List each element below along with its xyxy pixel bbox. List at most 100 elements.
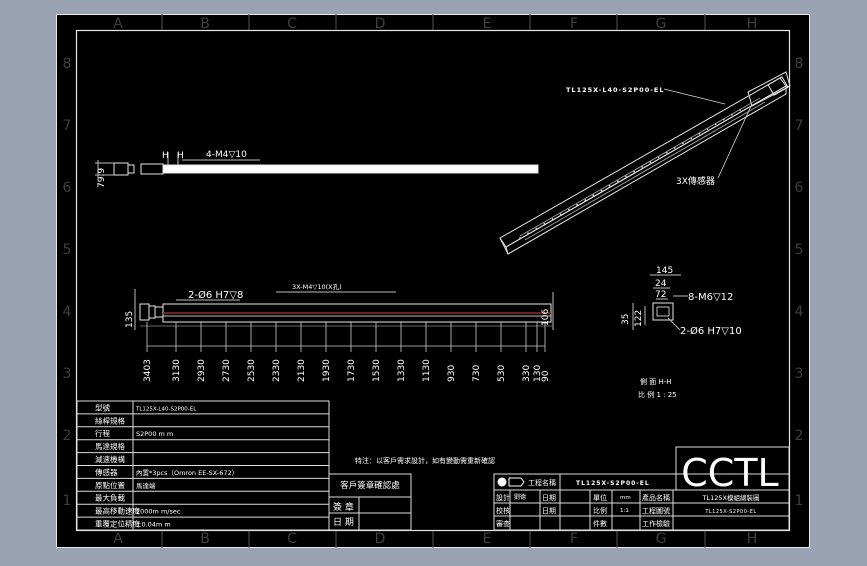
drawing-no-value: TL125X-S2P00-EL [704,509,756,515]
zone-ticks [161,14,706,548]
rail-hole [600,189,603,192]
zone-labels: A B C D E F G H A B C D E F G H 8 7 6 5 … [63,16,804,547]
remark-note: 特注：以客戶需求設計，如有變動需重新確認 [355,456,495,465]
side-view [632,274,688,331]
station-label: 1730 [347,359,357,382]
zone-col-top: D [375,16,386,32]
inner-frame [75,29,791,532]
rail-hole [568,208,570,211]
front-view [134,289,554,330]
title-logo: CCTL [681,451,778,495]
unit-value: mm [620,495,631,501]
zone-row-right: 4 [795,304,804,320]
rail-hole [633,170,635,173]
sheet-background [56,14,810,548]
side-view-caption: 側 面 H-H [640,377,672,386]
unit-label: 單位 [593,493,607,502]
customer-confirm-grid [328,473,412,531]
date-label: 日 期 [333,517,354,528]
side-thread-note: 8-M6▽12 [688,292,733,303]
rail-hole [616,180,619,183]
rail-hole [682,142,684,145]
spec-row-label: 減速機構 [95,454,125,464]
spec-row-label: 最高移動速度 [95,506,140,516]
row-label-check: 校核 [496,506,510,515]
zone-col-top: C [287,16,297,32]
spec-row-label: 重覆定位精度 [95,519,140,529]
top-dim-h2: H [177,151,184,161]
side-dim-24: 24 [655,279,667,289]
drawing-no-label: 工程圖號 [642,506,670,515]
spec-row-label: 型號 [95,402,110,412]
scale-value: 1:1 [620,508,629,514]
zone-col-bottom: G [656,531,667,547]
spec-row-label: 行程 [95,428,110,438]
zone-row-right: 5 [795,242,804,258]
top-height-dim: 79.9 [97,168,107,188]
zone-row-right: 3 [795,366,804,382]
zone-row-left: 8 [63,56,72,72]
rail-hole [706,128,709,130]
row-label-review: 審查 [496,519,510,528]
spec-row-label: 絲桿規格 [95,415,125,425]
spec-row-value: S2P00 m m [136,430,173,438]
station-label: 1530 [372,359,382,382]
rail-hole [722,118,725,121]
rail-hole [673,147,676,149]
station-label: 1330 [397,359,407,382]
zone-col-top: A [113,16,123,32]
rail-hole [649,161,652,164]
zone-col-bottom: H [747,531,758,547]
station-label: 130 [533,365,543,382]
spec-row-label: 原點位置 [95,480,125,490]
zone-row-right: 1 [795,493,804,509]
rail-hole [625,175,627,178]
zone-col-top: B [200,16,210,32]
rail-hole [519,237,521,239]
iso-model-label: TL125X-L40-S2P00-EL [566,86,665,94]
zone-col-bottom: F [570,531,578,547]
spec-row-value: 內置*3pcs（Omron EE-SX-672） [136,468,238,477]
zone-row-right: 6 [795,180,804,196]
project-label: 工程名稱 [528,478,556,487]
station-label: 2930 [197,359,207,382]
zone-row-left: 2 [63,428,72,444]
zone-col-top: G [656,16,667,32]
rail-hole [559,213,562,216]
rail-hole [739,109,741,111]
iso-sensor-label: 3X傳感器 [676,175,715,187]
side-dim-72: 72 [655,290,666,300]
product-name-value: TL125X模組總裝圖 [702,493,760,502]
station-label: 3403 [143,359,153,382]
rail-hole [665,151,668,154]
zone-col-bottom: B [200,531,210,547]
front-height-left: 135 [125,311,135,328]
zone-row-left: 7 [63,118,72,134]
front-height-right: 106 [541,309,551,326]
top-hole-note: 4-M4▽10 [206,150,247,160]
qty-label: 件數 [593,519,607,528]
rail-hole [592,194,595,197]
scale-label: 比例 [593,506,607,515]
spec-row-value: ±0.04m m [136,521,171,529]
rail-hole [584,199,587,202]
project-value: TL125X-S2P00-EL [576,480,650,487]
zone-row-left: 1 [63,493,72,509]
rail-hole [551,218,554,220]
rail-hole [535,227,538,230]
rail-hole [608,185,611,187]
side-dim-35: 35 [621,314,631,325]
rail-hole [543,222,546,225]
inspection-label: 工作檢驗 [642,519,670,528]
zone-col-bottom: C [287,531,297,547]
rail-hole [576,203,578,206]
zone-row-right: 2 [795,428,804,444]
station-label: 930 [447,365,457,382]
station-label: 90 [541,370,551,382]
zone-col-top: F [570,16,578,32]
station-label: 330 [522,365,532,382]
front-hole-note: 3X-M4▽10(X孔) [292,283,342,291]
